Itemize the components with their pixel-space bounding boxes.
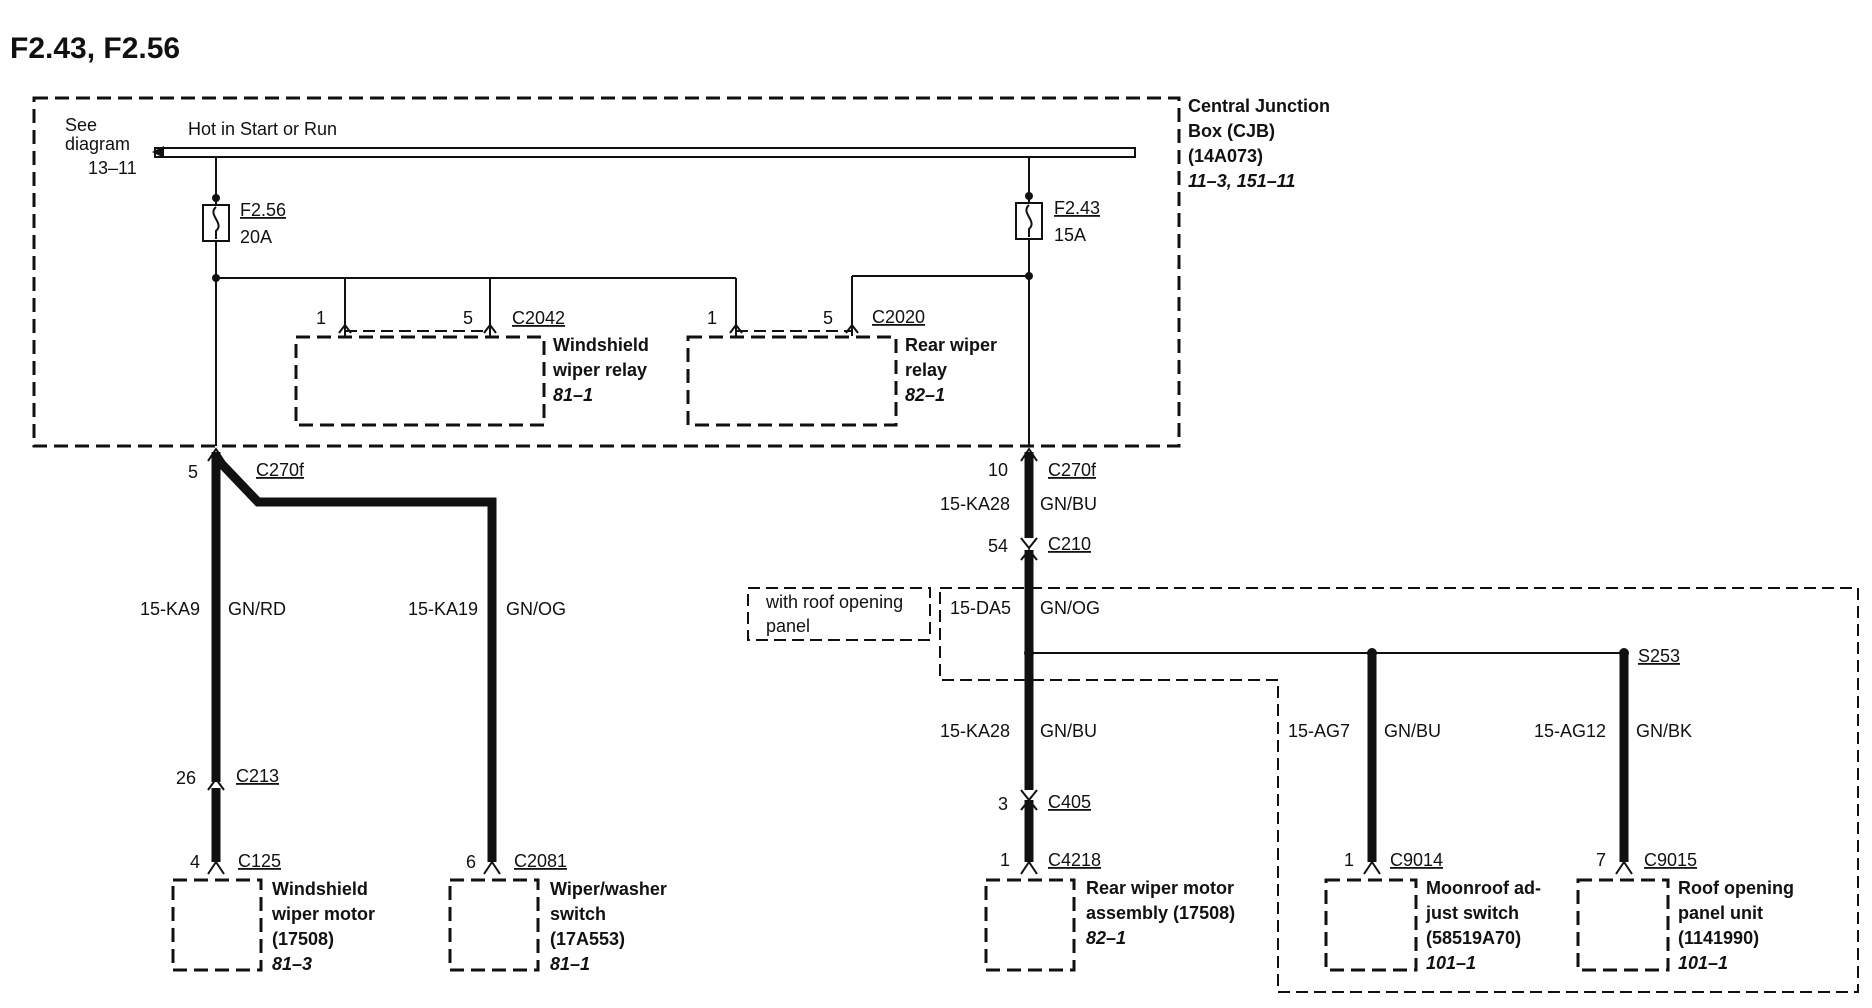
wire-lower-ka28-circuit: 15-KA28 [940,721,1010,741]
wiper-washer-switch [448,878,540,972]
see-diagram-line2: diagram [65,134,130,154]
comp-wiper-motor-line2: wiper motor [271,904,375,924]
splice-s253: S253 [1638,646,1680,666]
wire-upper-ka28-color: GN/BU [1040,494,1097,514]
fuse-f2-56-rating: 20A [240,227,272,247]
relay-c2042-line1: Windshield [553,335,649,355]
comp-wiper-motor-line3: (17508) [272,929,334,949]
wire-da5-color: GN/OG [1040,598,1100,618]
relay-c2042-line2: wiper relay [552,360,647,380]
see-diagram-line1: See [65,115,97,135]
cjb-line2: Box (CJB) [1188,121,1275,141]
relay-c2020-line2: relay [905,360,947,380]
comp-moonroof-ref: 101–1 [1426,953,1476,973]
fuse-f2-43-name: F2.43 [1054,198,1100,218]
comp-wiper-motor-ref: 81–3 [272,954,312,974]
right-pin-c9015: 7 [1596,850,1606,870]
wire-15-ka19-circuit: 15-KA19 [408,599,478,619]
fuse-f2-43-rating: 15A [1054,225,1086,245]
windshield-wiper-motor [171,878,263,972]
wire-ag7-color: GN/BU [1384,721,1441,741]
comp-rear-motor-line2: assembly (17508) [1086,903,1235,923]
left-conn-c125: C125 [238,851,281,871]
fuse-f2-56-name: F2.56 [240,200,286,220]
cjb-line3: (14A073) [1188,146,1263,166]
wire-15-ka19 [212,454,497,862]
wire-15-ka19-color: GN/OG [506,599,566,619]
right-pin-3: 3 [998,794,1008,814]
right-conn-c405: C405 [1048,792,1091,812]
wire-ag12-circuit: 15-AG12 [1534,721,1606,741]
comp-roof-unit-line1: Roof opening [1678,878,1794,898]
comp-switch-line3: (17A553) [550,929,625,949]
comp-rear-motor-line1: Rear wiper motor [1086,878,1234,898]
option-line2: panel [766,616,810,636]
bus-arrow [152,146,164,158]
relay-c2020-ref: 82–1 [905,385,945,405]
option-line1: with roof opening [765,592,903,612]
right-pin-10: 10 [988,460,1008,480]
comp-switch-line1: Wiper/washer [550,879,667,899]
left-conn-c213: C213 [236,766,279,786]
relay-c2020-line1: Rear wiper [905,335,997,355]
rear-wiper-motor-assembly [984,878,1076,972]
cjb-ref: 11–3, 151–11 [1188,171,1295,191]
wire-da5-circuit: 15-DA5 [950,598,1011,618]
comp-roof-unit-ref: 101–1 [1678,953,1728,973]
cjb-line1: Central Junction [1188,96,1330,116]
left-pin-26: 26 [176,768,196,788]
roof-option-region [939,587,1859,993]
comp-moonroof-line3: (58519A70) [1426,928,1521,948]
page-title: F2.43, F2.56 [10,32,180,65]
left-conn-c270f: C270f [256,460,305,480]
relay-c2042-ref: 81–1 [553,385,593,405]
relay-c2020-connector: C2020 [872,307,925,327]
right-conn-c9015: C9015 [1644,850,1697,870]
comp-roof-unit-line2: panel unit [1678,903,1763,923]
comp-moonroof-line2: just switch [1425,903,1519,923]
roof-opening-panel-unit [1576,878,1670,972]
wire-ag12-color: GN/BK [1636,721,1692,741]
right-conn-c4218: C4218 [1048,850,1101,870]
wire-ag7-circuit: 15-AG7 [1288,721,1350,741]
wire-lower-ka28-color: GN/BU [1040,721,1097,741]
comp-rear-motor-ref: 82–1 [1086,928,1126,948]
relay-c2042-connector: C2042 [512,308,565,328]
option-label-box [747,587,931,641]
comp-switch-line2: switch [550,904,606,924]
right-conn-c270f: C270f [1048,460,1097,480]
left-conn-c2081: C2081 [514,851,567,871]
right-pin-1: 1 [1000,850,1010,870]
see-diagram-line3: 13–11 [88,158,137,178]
relay-c2042-pin-5: 5 [463,308,473,328]
left-pin-6: 6 [466,852,476,872]
right-conn-c9014: C9014 [1390,850,1443,870]
wire-15-ka9-color: GN/RD [228,599,286,619]
relay-c2020-pin-1: 1 [707,308,717,328]
relay-c2020-pin-5: 5 [823,308,833,328]
bus-label: Hot in Start or Run [188,119,337,139]
cjb-boundary [32,96,1181,448]
comp-wiper-motor-line1: Windshield [272,879,368,899]
wire-15-ka9-circuit: 15-KA9 [140,599,200,619]
right-pin-54: 54 [988,536,1008,556]
power-bus [154,147,1136,158]
rear-wiper-relay [686,335,898,427]
windshield-wiper-relay [294,335,546,427]
right-conn-c210: C210 [1048,534,1091,554]
comp-switch-ref: 81–1 [550,954,590,974]
left-pin-4: 4 [190,852,200,872]
wire-upper-ka28-circuit: 15-KA28 [940,494,1010,514]
moonroof-adjust-switch [1324,878,1418,972]
comp-moonroof-line1: Moonroof ad- [1426,878,1541,898]
left-pin-5: 5 [188,462,198,482]
right-pin-c9014: 1 [1344,850,1354,870]
relay-c2042-pin-1: 1 [316,308,326,328]
comp-roof-unit-line3: (1141990) [1678,928,1759,948]
